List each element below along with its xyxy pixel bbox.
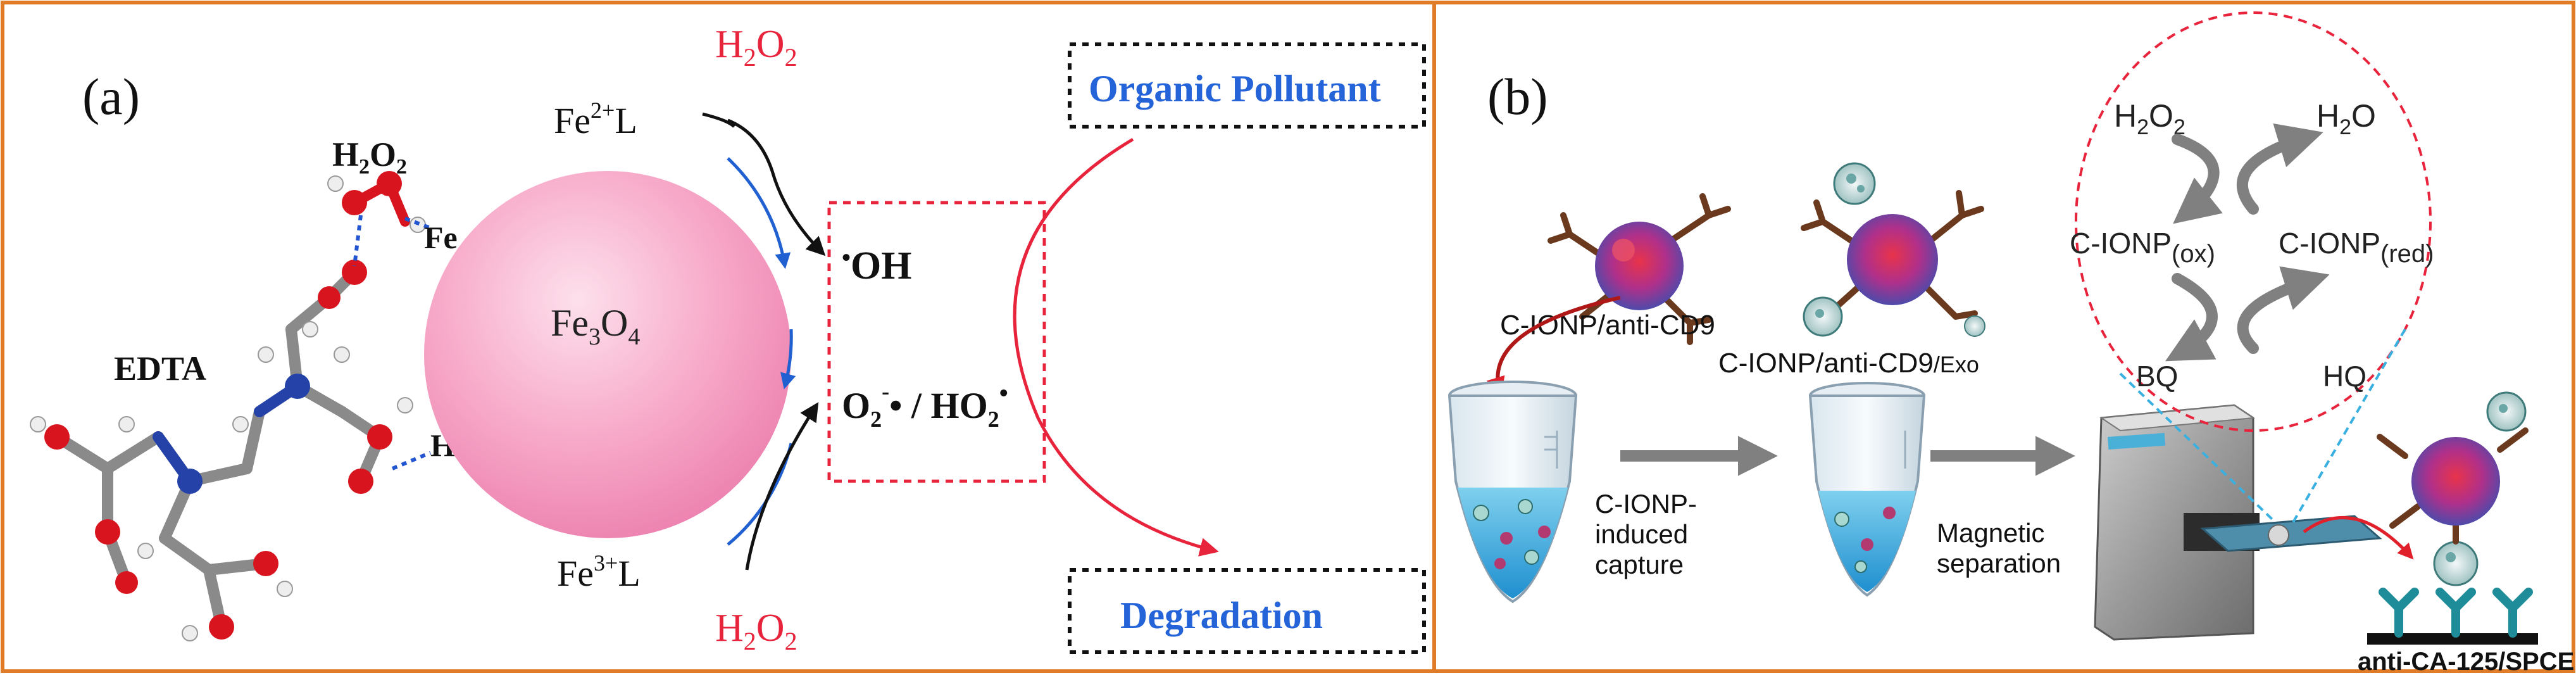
cionp-anti-cd9-label: C-IONP/anti-CD9	[1500, 310, 1715, 341]
degradation-box	[1068, 568, 1426, 654]
redox-cycle-arrows	[2165, 123, 2330, 362]
electrode-surface	[2367, 391, 2538, 645]
hq-label: HQ	[2323, 360, 2367, 393]
cionp-exo-complex	[1801, 162, 1985, 337]
degradation-label: Degradation	[1120, 595, 1323, 636]
edta-label: EDTA	[114, 350, 206, 388]
hbond-line	[353, 215, 363, 267]
h2o-cycle-label: H2O	[2317, 98, 2376, 139]
electrode-zoom-arrow	[2303, 516, 2414, 560]
catalytic-cycle-ellipse	[2075, 11, 2432, 432]
organic-pollutant-label: Organic Pollutant	[1089, 68, 1381, 110]
cycle-arc-top	[727, 157, 791, 269]
panel-b-frame	[1432, 1, 2575, 673]
hbond-line	[404, 217, 432, 230]
cionp-nanoparticle	[1547, 193, 1731, 345]
tube-2	[1808, 382, 1926, 597]
superoxide-radical: O2-• / HO2•	[842, 379, 1008, 432]
fe2-label: Fe2+L	[554, 98, 637, 141]
tube-1	[1447, 381, 1578, 603]
edta-molecule	[30, 171, 426, 641]
h2o2-bottom-label: H2O2	[715, 607, 797, 655]
cionp-anti-cd9-exo-label: C-IONP/anti-CD9/Exo	[1718, 348, 1979, 379]
panel-b-label: (b)	[1487, 68, 1548, 125]
fe3-label: Fe3+L	[557, 550, 641, 594]
fe-label: Fe	[424, 220, 458, 255]
h2o2-cycle-label: H2O2	[2114, 98, 2185, 139]
h2o2-top-label: H2O2	[715, 23, 797, 72]
h2o2-top-arrow	[727, 118, 826, 256]
hbond-line	[391, 451, 432, 470]
oh-radical: •OH	[842, 243, 911, 287]
bq-label: BQ	[2136, 360, 2178, 393]
loading-arrow	[1486, 296, 1621, 396]
electrode-strip	[2200, 515, 2382, 552]
panel-a-label: (a)	[82, 68, 140, 125]
radicals-box	[827, 201, 1046, 483]
organic-pollutant-box	[1068, 42, 1426, 129]
zoom-guide-left	[2119, 372, 2273, 520]
electrode-label: anti-CA-125/SPCE	[2358, 648, 2574, 675]
cycle-arc-right	[780, 329, 796, 389]
fe3o4-sphere	[424, 171, 791, 538]
degradation-arrow	[1013, 137, 1219, 557]
cionp-ox-label: C-IONP(ox)	[2070, 227, 2215, 268]
fe3o4-label: Fe3O4	[551, 302, 640, 350]
potentiostat-device	[2094, 404, 2260, 641]
h2o2-bottom-arrow	[745, 401, 819, 571]
h2o2-edta-label: H2O2	[332, 136, 407, 179]
cionp-red-label: C-IONP(red)	[2279, 227, 2434, 268]
